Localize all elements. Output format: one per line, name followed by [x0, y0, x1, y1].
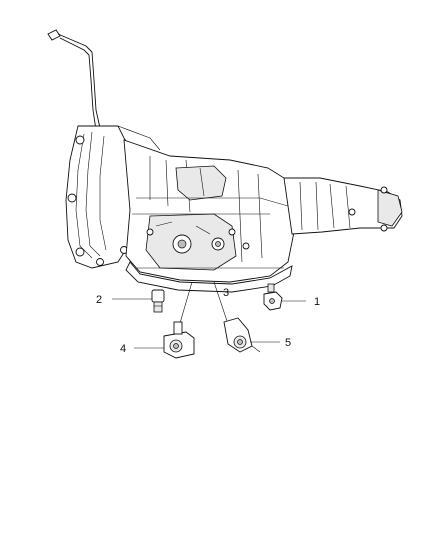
callout-1: 1 [314, 296, 320, 308]
extension-housing [283, 177, 403, 235]
callout-4: 4 [120, 343, 126, 355]
part-5-solenoid [223, 317, 280, 353]
transmission-case [123, 139, 295, 283]
oil-pan [125, 261, 293, 293]
callout-5: 5 [285, 337, 291, 349]
part-1-sensor [263, 283, 306, 311]
callout-2: 2 [96, 294, 102, 306]
callout-3: 3 [223, 287, 229, 299]
part-4-solenoid [134, 321, 195, 359]
bell-housing [65, 125, 161, 269]
part-2-sensor [112, 289, 165, 313]
